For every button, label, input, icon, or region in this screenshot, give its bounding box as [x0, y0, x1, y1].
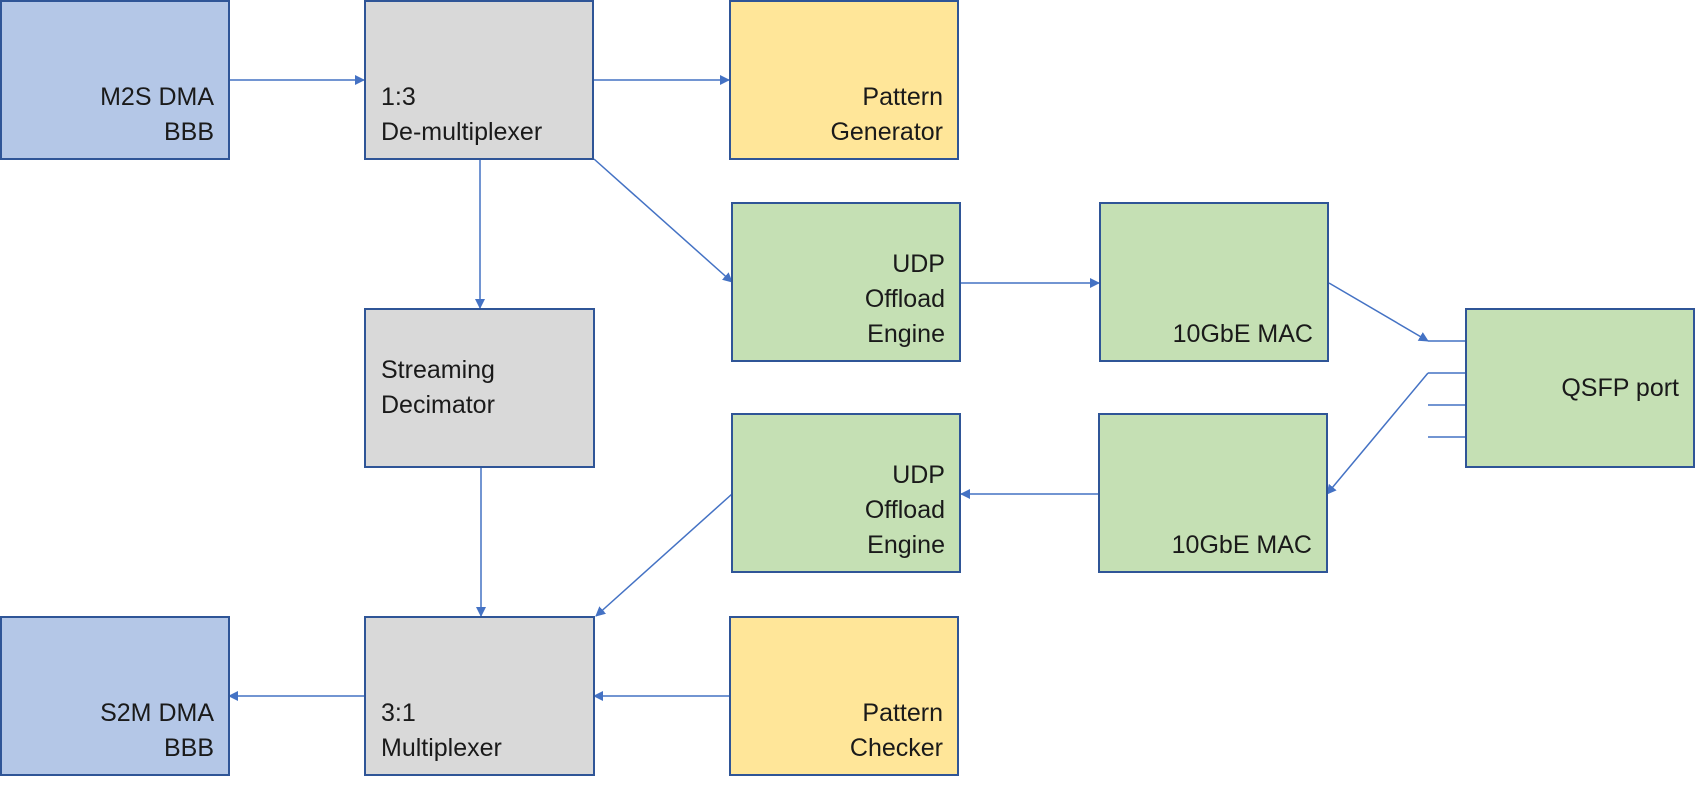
mux-label-line2: Multiplexer	[381, 734, 502, 762]
udp-rx-label-line2: Offload	[864, 496, 945, 524]
mac-tx-block: 10GbE MAC	[1099, 202, 1329, 362]
mux-block: 3:1 Multiplexer	[364, 616, 595, 776]
mux-label-line1: 3:1	[381, 699, 416, 727]
decimator-label-line2: Decimator	[381, 391, 495, 419]
pattern-generator-block: Pattern Generator	[729, 0, 959, 160]
m2s-dma-label-line1: M2S DMA	[100, 83, 214, 111]
mac-tx-label: 10GbE MAC	[1172, 320, 1313, 348]
udp-rx-label-line3: Engine	[867, 531, 945, 559]
udp-tx-label-line3: Engine	[867, 320, 945, 348]
demux-label-line1: 1:3	[381, 83, 416, 111]
udp-offload-rx-block: UDP Offload Engine	[731, 413, 961, 573]
s2m-dma-block: S2M DMA BBB	[0, 616, 230, 776]
streaming-decimator-block: Streaming Decimator	[364, 308, 595, 468]
s2m-dma-label-line2: BBB	[163, 734, 214, 762]
m2s-dma-label-line2: BBB	[163, 118, 214, 146]
pattern-generator-label-line1: Pattern	[862, 83, 943, 111]
udp-offload-tx-block: UDP Offload Engine	[731, 202, 961, 362]
pattern-checker-label-line1: Pattern	[862, 699, 943, 727]
demux-block: 1:3 De-multiplexer	[364, 0, 594, 160]
m2s-dma-block: M2S DMA BBB	[0, 0, 230, 160]
udp-tx-label-line2: Offload	[864, 285, 945, 313]
pattern-checker-block: Pattern Checker	[729, 616, 959, 776]
arrow-demux-to-udp-tx	[593, 158, 733, 283]
udp-rx-label-line1: UDP	[892, 461, 945, 489]
arrow-udp-rx-to-mux	[595, 493, 733, 617]
pattern-checker-label-line2: Checker	[849, 734, 943, 762]
s2m-dma-label-line1: S2M DMA	[100, 699, 214, 727]
qsfp-port-block: QSFP port	[1465, 308, 1695, 468]
arrow-mac-tx-to-qsfp	[1328, 282, 1429, 342]
mac-rx-block: 10GbE MAC	[1098, 413, 1328, 573]
arrow-qsfp-to-mac-rx	[1326, 372, 1429, 495]
pattern-generator-label-line2: Generator	[830, 118, 943, 146]
decimator-label-line1: Streaming	[381, 356, 495, 384]
udp-tx-label-line1: UDP	[892, 250, 945, 278]
qsfp-port-label: QSFP port	[1561, 373, 1679, 402]
mac-rx-label: 10GbE MAC	[1171, 531, 1312, 559]
demux-label-line2: De-multiplexer	[381, 118, 543, 146]
